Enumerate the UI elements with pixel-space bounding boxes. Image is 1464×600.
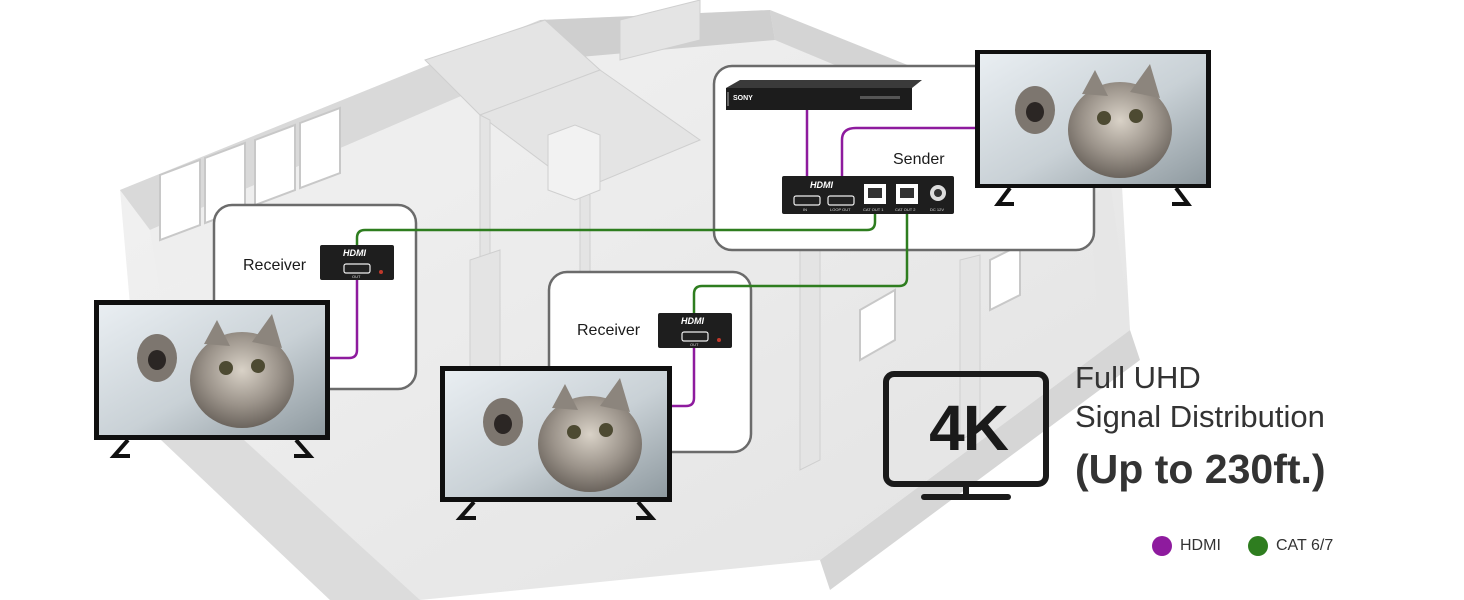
receiver-1-hdmi-logo: HDMI	[343, 248, 366, 258]
sender-hdmi-loop-port	[827, 195, 855, 206]
receiver-1-port-label: OUT	[352, 274, 361, 279]
legend-item-cat: CAT 6/7	[1248, 536, 1333, 556]
cat-cable-sender-to-receiver-1	[355, 210, 877, 248]
cat-cables	[355, 210, 909, 315]
sender-port-label-cat-out-2: CAT OUT 2	[895, 207, 916, 212]
monitor-icon	[883, 371, 1049, 500]
4k-badge: 4K	[929, 392, 1009, 464]
bluray-player	[726, 80, 922, 110]
headline-line-2: Signal Distribution	[1075, 399, 1325, 434]
tv-left	[94, 300, 330, 458]
receiver-2-label: Receiver	[577, 322, 641, 339]
sender-port-label-dc: DC 12V	[930, 207, 945, 212]
sender-port-label-cat-out-1: CAT OUT 1	[863, 207, 884, 212]
receiver-2-hdmi-logo: HDMI	[681, 316, 704, 326]
sender-hdmi-in-port	[793, 195, 821, 206]
headline-line-1: Full UHD	[1075, 360, 1201, 395]
receiver-2-device	[658, 313, 732, 348]
receiver-1-device	[320, 245, 394, 280]
headline-line-3: (Up to 230ft.)	[1075, 446, 1326, 492]
sender-port-label-loop-out: LOOP OUT	[830, 207, 851, 212]
hdmi-cable-loop-to-tv	[840, 126, 978, 180]
hdmi-cable-receiver-2-to-tv	[672, 338, 696, 408]
sender-device	[782, 176, 954, 214]
receiver-1-label: Receiver	[243, 257, 307, 274]
legend-dot-hdmi	[1152, 536, 1172, 556]
legend-label-hdmi: HDMI	[1180, 537, 1221, 554]
player-brand: SONY	[733, 95, 753, 102]
receiver-2-port-label: OUT	[690, 342, 699, 347]
tv-center	[440, 366, 672, 520]
hdmi-cables	[330, 108, 978, 408]
sender-label: Sender	[893, 151, 945, 168]
sender-port-label-in: IN	[803, 207, 807, 212]
legend-label-cat: CAT 6/7	[1276, 537, 1334, 554]
legend-item-hdmi: HDMI	[1152, 536, 1221, 556]
sender-hdmi-logo: HDMI	[810, 180, 833, 190]
hdmi-cable-receiver-1-to-tv	[330, 270, 359, 360]
tv-top-right	[975, 50, 1211, 206]
legend-dot-cat	[1248, 536, 1268, 556]
cat-cable-sender-to-receiver-2	[692, 210, 909, 315]
